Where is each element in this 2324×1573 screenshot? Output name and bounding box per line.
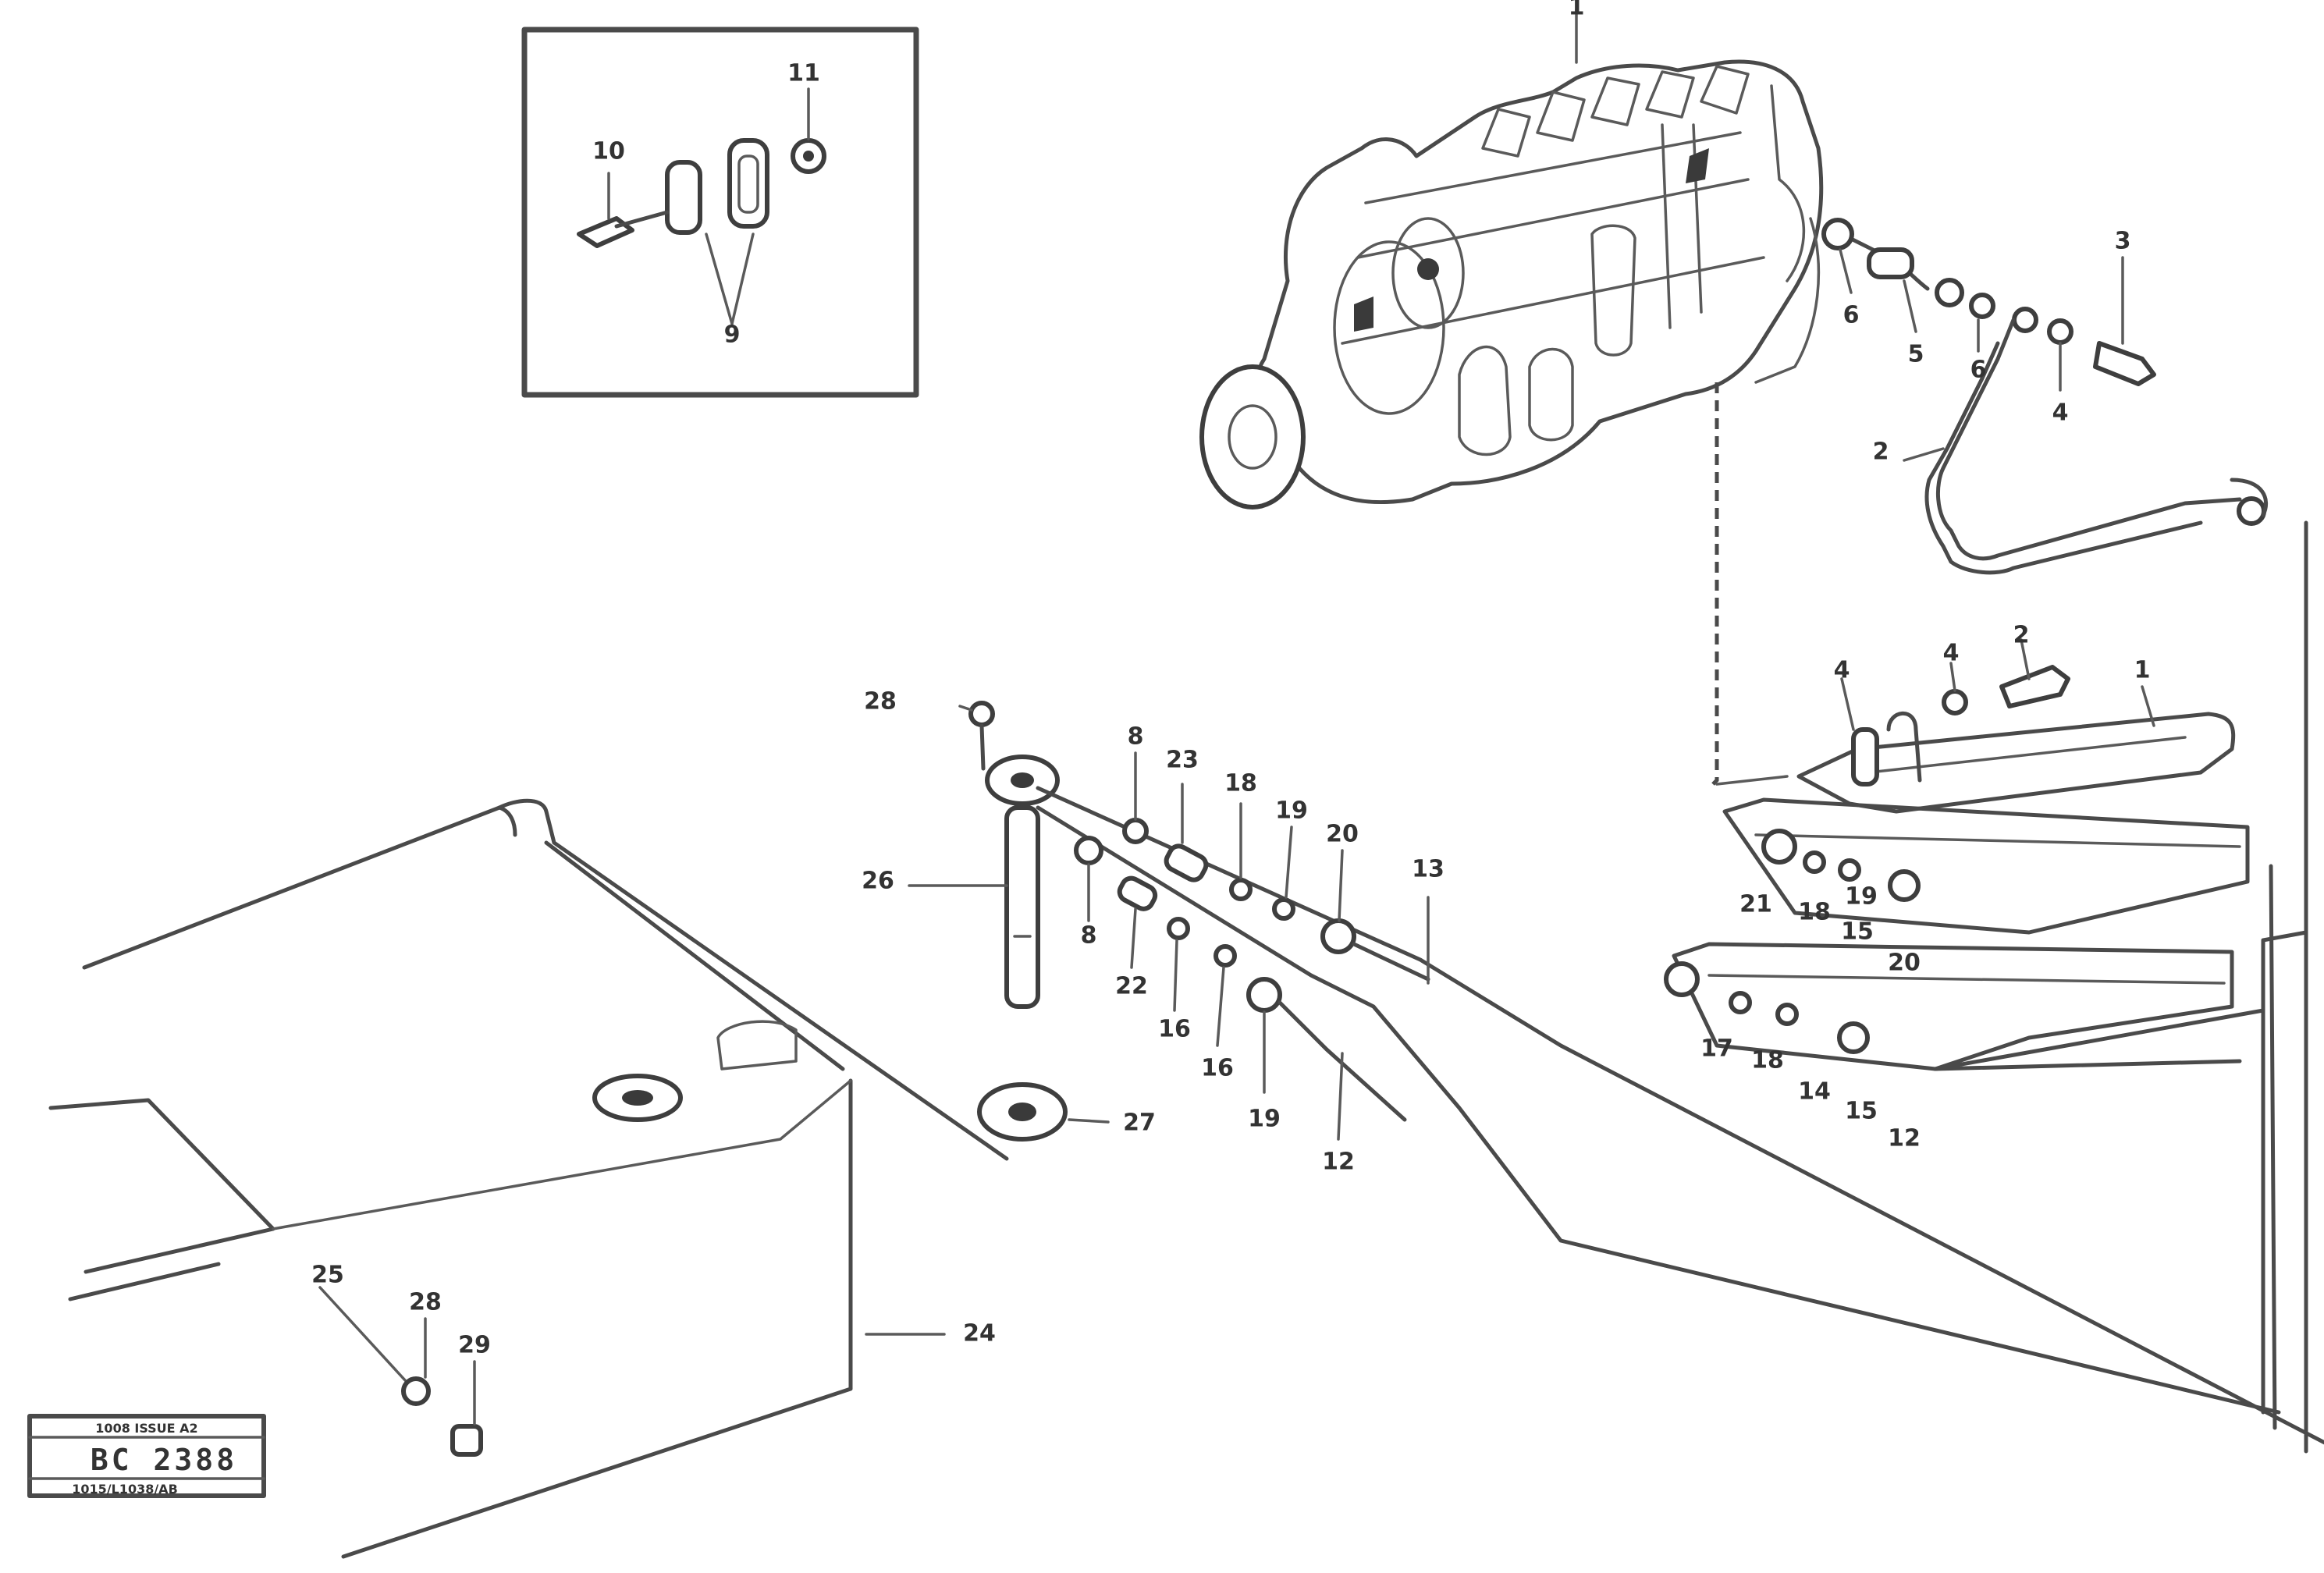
banjo-fitting (1821, 218, 1854, 250)
callout-29-tank: 29 (458, 1332, 491, 1359)
callout-labels: 1 1 2 2 3 4 4 4 5 6 6 8 8 9 10 11 12 12 … (311, 0, 2150, 1359)
callout-22-mid: 22 (1115, 973, 1148, 1000)
drawing-number: BC 2388 (91, 1443, 237, 1477)
callout-6-right: 6 (1970, 357, 1987, 384)
inset-detail (521, 27, 919, 398)
callout-19-right: 19 (1845, 883, 1878, 911)
callout-14-filter: 14 (1798, 1078, 1831, 1106)
drain-washer (401, 1376, 431, 1406)
callout-12-pipe: 12 (1322, 1149, 1355, 1176)
callout-24-tank: 24 (963, 1320, 996, 1348)
callout-4-filter-b: 4 (1943, 640, 1960, 667)
callout-26-rod: 26 (862, 868, 894, 895)
reference-box: 1008 ISSUE A2 BC 2388 1015/L1038/AB (27, 1414, 266, 1498)
injection-pump-assembly (1199, 59, 1824, 510)
callout-15-filter: 15 (1845, 1098, 1878, 1125)
callout-4-filter-a: 4 (1834, 657, 1850, 684)
callout-2-filter: 2 (2013, 622, 2030, 649)
sensor-rod (1004, 805, 1040, 1009)
feed-pipe-right (1821, 218, 2269, 575)
callout-16-low: 16 (1201, 1055, 1234, 1082)
callout-18-mid: 18 (1224, 770, 1257, 797)
fuel-filter-assembly (1664, 665, 2265, 1071)
callout-5-top: 5 (1908, 341, 1924, 368)
callout-28-tank: 28 (409, 1289, 442, 1316)
leader-lines (865, 8, 2155, 1336)
callout-4-top: 4 (2052, 399, 2069, 427)
callout-28-top: 28 (864, 688, 897, 715)
inset-bracket (665, 160, 702, 235)
callout-21-right: 21 (1739, 891, 1772, 918)
pump-flange (1199, 364, 1306, 510)
callout-20-mid: 20 (1326, 821, 1359, 848)
callout-8-low: 8 (1081, 922, 1097, 950)
callout-3-pipe: 3 (2115, 228, 2131, 255)
callout-13-pipe: 13 (1412, 856, 1445, 883)
callout-9-inset: 9 (724, 321, 741, 349)
callout-20-right: 20 (1888, 950, 1921, 977)
drain-plug (450, 1424, 483, 1457)
callout-6-top: 6 (1843, 302, 1860, 329)
level-sensor-assembly (968, 701, 2324, 1445)
callout-1-top: 1 (1569, 0, 1585, 21)
callout-18-low: 18 (1751, 1047, 1784, 1074)
callout-18-right: 18 (1798, 899, 1831, 926)
callout-27-base: 27 (1123, 1110, 1156, 1137)
callout-17-filter: 17 (1700, 1035, 1733, 1063)
reference-bottom-line: 1015/L1038/AB (72, 1482, 178, 1497)
callout-25-tank: 25 (311, 1262, 344, 1289)
callout-10-inset: 10 (592, 138, 625, 165)
callout-19-mid: 19 (1275, 797, 1308, 825)
callout-15-right: 15 (1841, 918, 1874, 946)
callout-8-pipe: 8 (1128, 723, 1144, 751)
callout-12-right: 12 (1888, 1125, 1921, 1152)
callout-11-inset: 11 (787, 60, 820, 87)
callout-19-low: 19 (1248, 1106, 1281, 1133)
callout-1-filter: 1 (2134, 657, 2151, 684)
callout-23-mid: 23 (1166, 747, 1199, 774)
return-lines (1711, 382, 2308, 1454)
callout-16-mid: 16 (1158, 1016, 1191, 1043)
callout-2-top: 2 (1873, 439, 1889, 466)
filter-fitting-21 (1761, 829, 1797, 865)
fuel-tank (48, 798, 1009, 1559)
filter-fitting-17 (1664, 961, 1700, 997)
reference-top-line: 1008 ISSUE A2 (95, 1421, 197, 1436)
